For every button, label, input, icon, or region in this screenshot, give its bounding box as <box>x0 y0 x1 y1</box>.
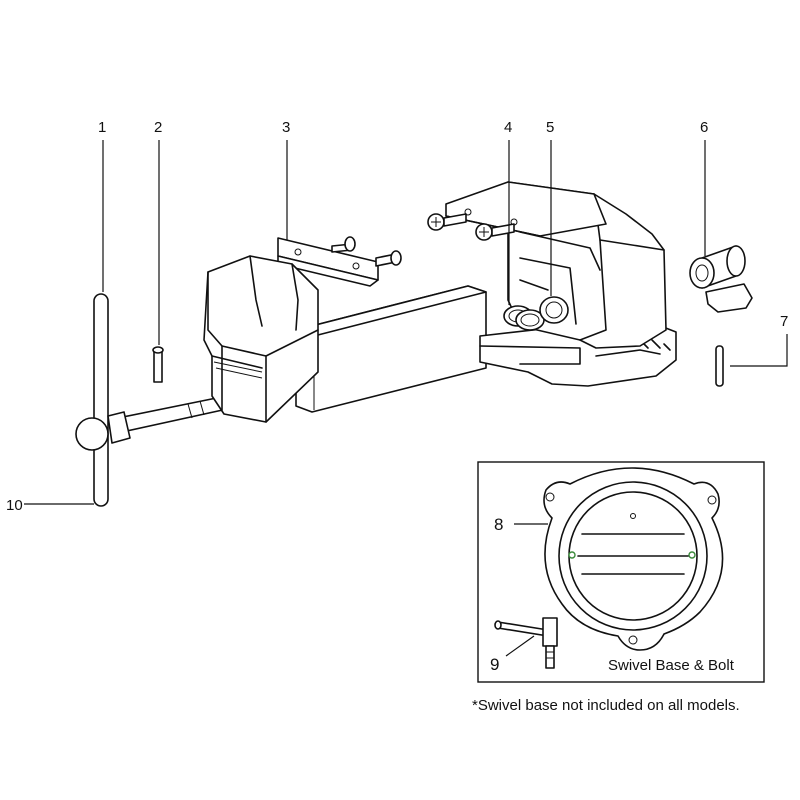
callout-5: 5 <box>546 119 554 136</box>
pin-part-2 <box>152 346 164 383</box>
callout-6: 6 <box>700 119 708 136</box>
callout-9: 9 <box>490 655 499 674</box>
callout-1: 1 <box>98 119 106 136</box>
callout-labels: 1 2 3 4 5 6 7 10 <box>6 119 788 514</box>
pin-part-7 <box>715 345 724 387</box>
callout-2: 2 <box>154 119 162 136</box>
footnote: *Swivel base not included on all models. <box>472 697 740 714</box>
spring-part-4 <box>503 305 545 331</box>
callout-7: 7 <box>780 313 788 330</box>
swivel-base-part-8 <box>543 467 724 651</box>
swivel-base-inset: 8 9 Swivel Base & Bolt <box>477 461 765 683</box>
jaw-face-part-3 <box>277 236 402 287</box>
callout-8: 8 <box>494 515 503 534</box>
callout-3: 3 <box>282 119 290 136</box>
inset-caption: Swivel Base & Bolt <box>608 657 735 674</box>
bolt-part-9 <box>494 617 558 669</box>
handle-part-1 <box>75 293 251 507</box>
callout-4: 4 <box>504 119 512 136</box>
sleeve-part-6 <box>689 245 753 313</box>
nut-part-5 <box>539 296 569 324</box>
front-jaw-body <box>203 255 487 423</box>
leader-lines <box>24 140 788 505</box>
callout-10: 10 <box>6 497 23 514</box>
